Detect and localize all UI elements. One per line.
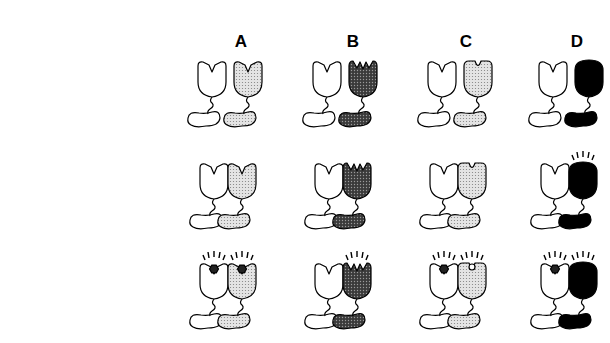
column-label: C — [460, 33, 472, 50]
column-label: A — [235, 33, 247, 50]
column-label: D — [571, 33, 583, 50]
column-label: B — [347, 33, 359, 50]
